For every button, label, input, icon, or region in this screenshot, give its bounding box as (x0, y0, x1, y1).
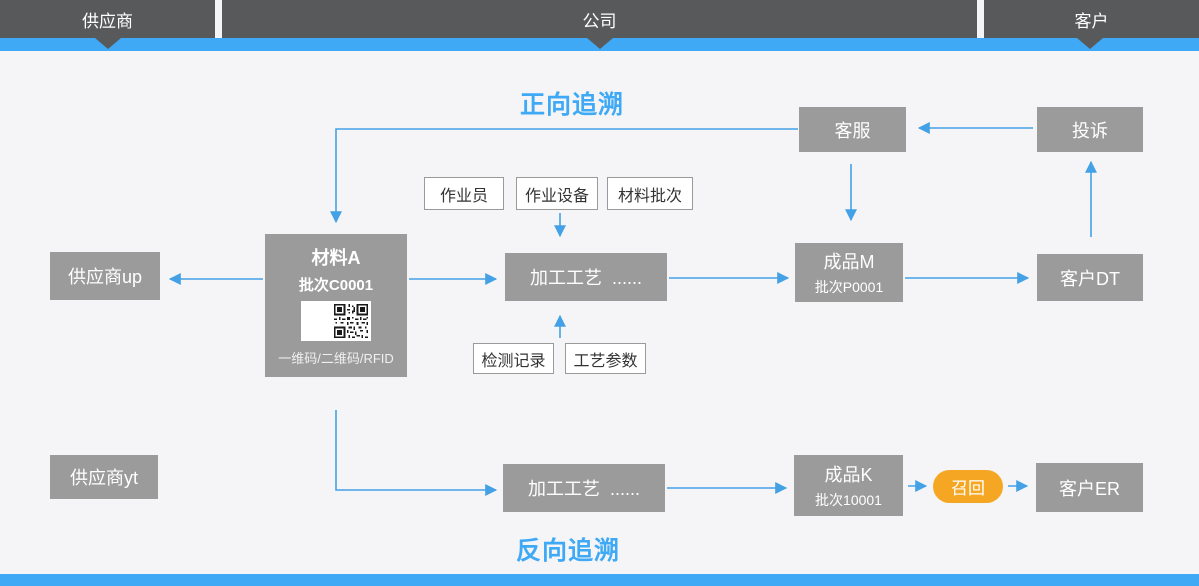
reverse-trace-title: 反向追溯 (515, 537, 620, 565)
node-operator-label: 作业员 (439, 187, 488, 205)
node-complaint: 投诉 (1037, 107, 1143, 152)
node-material-a-codes: 一维码/二维码/RFID (278, 351, 394, 366)
lane-supplier-notch-icon (95, 38, 121, 49)
node-product-m-batch: 批次P0001 (814, 279, 884, 295)
node-process-bottom-label: 加工工艺 ...... (527, 479, 640, 499)
node-supplier-up-label: 供应商up (67, 267, 143, 287)
node-customer-dt-label: 客户DT (1060, 268, 1120, 289)
node-material-a-batch: 批次C0001 (298, 277, 374, 294)
node-process-params-label: 工艺参数 (573, 352, 638, 370)
lane-supplier: 供应商 (0, 0, 215, 38)
node-product-m: 成品M 批次P0001 (795, 243, 903, 302)
lane-customer-label: 客户 (1074, 11, 1109, 31)
node-customer-service: 客服 (799, 107, 906, 152)
node-material-a: 材料A 批次C0001 一维码/二维码/RFID (265, 234, 407, 377)
node-customer-er-label: 客户ER (1058, 478, 1120, 499)
bottom-blue-stripe (0, 574, 1199, 586)
node-product-m-title: 成品M (823, 252, 875, 272)
lane-customer-notch-icon (1077, 38, 1103, 49)
node-equipment: 作业设备 (516, 177, 598, 210)
node-process-top: 加工工艺 ...... (505, 253, 667, 301)
lane-company: 公司 (222, 0, 977, 38)
recall-badge-label: 召回 (951, 479, 985, 498)
node-process-top-label: 加工工艺 ...... (529, 268, 642, 288)
node-equipment-label: 作业设备 (524, 187, 589, 205)
node-material-batch: 材料批次 (607, 177, 693, 210)
lane-supplier-label: 供应商 (82, 11, 133, 31)
node-material-a-title: 材料A (311, 248, 361, 268)
node-operator: 作业员 (424, 177, 504, 210)
recall-badge: 召回 (933, 470, 1003, 503)
node-inspection-record-label: 检测记录 (481, 352, 546, 370)
node-product-k: 成品K 批次10001 (794, 455, 903, 516)
node-process-params: 工艺参数 (565, 343, 646, 374)
lane-customer: 客户 (984, 0, 1199, 38)
node-supplier-yt-label: 供应商yt (69, 468, 138, 488)
node-inspection-record: 检测记录 (473, 343, 554, 374)
forward-trace-title: 正向追溯 (519, 91, 624, 119)
node-product-k-title: 成品K (824, 465, 873, 485)
node-process-bottom: 加工工艺 ...... (503, 464, 665, 512)
lane-company-label: 公司 (582, 11, 617, 31)
qr-code-icon (300, 301, 371, 341)
node-complaint-label: 投诉 (1072, 120, 1108, 141)
node-material-batch-label: 材料批次 (617, 187, 682, 205)
node-customer-er: 客户ER (1036, 463, 1143, 512)
lane-company-notch-icon (587, 38, 613, 49)
node-customer-dt: 客户DT (1037, 254, 1143, 301)
node-customer-service-label: 客服 (834, 120, 871, 141)
node-product-k-batch: 批次10001 (815, 492, 882, 508)
node-supplier-yt: 供应商yt (50, 455, 158, 499)
node-supplier-up: 供应商up (50, 252, 160, 300)
